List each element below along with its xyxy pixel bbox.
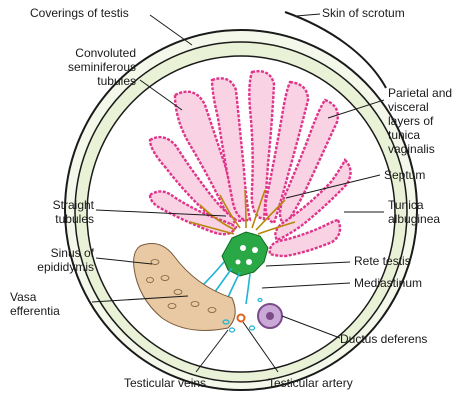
leader-lines: [91, 13, 385, 373]
testicular-artery: [236, 313, 246, 323]
rete-testis: [221, 231, 269, 277]
leader-line-sinus: [95, 257, 153, 265]
ductus-deferens-lumen: [266, 312, 274, 320]
testicular-vein: [248, 325, 256, 331]
straight-tubule: [255, 199, 286, 231]
rete-gap: [240, 245, 246, 251]
lobule-2: [210, 77, 252, 222]
scrotum-skin-outline: [284, 11, 387, 89]
straight-tubule: [257, 221, 296, 235]
lobule-4: [264, 80, 310, 225]
leader-line-straight: [95, 209, 227, 217]
label-tunica-vaginalis: Parietal and visceral layers of tunica v…: [388, 86, 453, 156]
rete-gap: [246, 259, 252, 265]
leader-line-septum: [285, 174, 381, 199]
efferent-duct: [150, 259, 160, 265]
rete-gap: [235, 259, 241, 265]
efferent-duct: [207, 307, 217, 313]
efferent-duct: [146, 277, 154, 283]
label-ductus-deferens: Ductus deferens: [340, 332, 428, 346]
leader-line-rete: [265, 261, 351, 267]
lobule-7: [268, 218, 342, 258]
lobule-8: [148, 135, 238, 227]
leader-line-skin: [295, 13, 321, 17]
lobule-6: [274, 157, 352, 242]
rete-testis-network: [221, 231, 269, 277]
label-septum: Septum: [384, 168, 426, 182]
label-coverings-of-testis: Coverings of testis: [30, 6, 129, 20]
label-sinus-of-epididymis: Sinus of epididymis: [37, 246, 94, 274]
efferent-duct: [173, 289, 183, 295]
leader-line-ductus: [281, 315, 341, 339]
straight-tubule: [199, 204, 236, 231]
efferent-duct: [167, 303, 177, 309]
testicular-veins: [222, 297, 263, 333]
label-testicular-artery: Testicular artery: [268, 376, 353, 390]
testicular-vein: [228, 327, 236, 333]
straight-tubule: [219, 194, 241, 229]
lobule-3: [248, 70, 276, 221]
straight-tubules: [189, 189, 296, 235]
rete-gap: [252, 247, 258, 253]
mediastinum-channel: [245, 273, 251, 305]
vasa-efferentia: [133, 243, 236, 331]
efferent-duct: [160, 275, 170, 281]
testicular-vein: [222, 319, 230, 325]
vasa-efferentia-texture: [146, 259, 217, 313]
testicular-vein: [257, 297, 263, 303]
leader-line-artery: [242, 321, 279, 373]
label-rete-testis: Rete testis: [354, 254, 411, 268]
leader-line-tunica-vaginalis: [327, 99, 385, 119]
label-convoluted-seminiferous-tubules: Convoluted seminiferous tubules: [67, 46, 136, 88]
lobule-9: [148, 190, 238, 236]
straight-tubule: [251, 189, 266, 229]
leader-line-coverings: [149, 14, 193, 46]
seminiferous-tubules: [148, 70, 352, 258]
straight-tubule: [244, 189, 247, 229]
label-tunica-albuginea: Tunica albuginea: [388, 198, 441, 226]
label-testicular-veins: Testicular veins: [124, 376, 207, 390]
leader-line-convoluted: [139, 79, 183, 111]
leader-line-veins: [195, 329, 229, 373]
label-skin-of-scrotum: Skin of scrotum: [322, 6, 405, 20]
leader-line-mediastinum: [261, 282, 351, 289]
label-mediastinum: Mediastinum: [354, 276, 423, 290]
label-vasa-efferentia: Vasa efferentia: [10, 290, 60, 318]
lobule-1: [173, 90, 247, 222]
leader-line-vasa: [91, 295, 189, 303]
efferent-duct: [190, 301, 200, 307]
lobule-5: [278, 98, 339, 227]
straight-tubule: [189, 221, 235, 235]
label-straight-tubules: Straight tubules: [52, 198, 94, 226]
